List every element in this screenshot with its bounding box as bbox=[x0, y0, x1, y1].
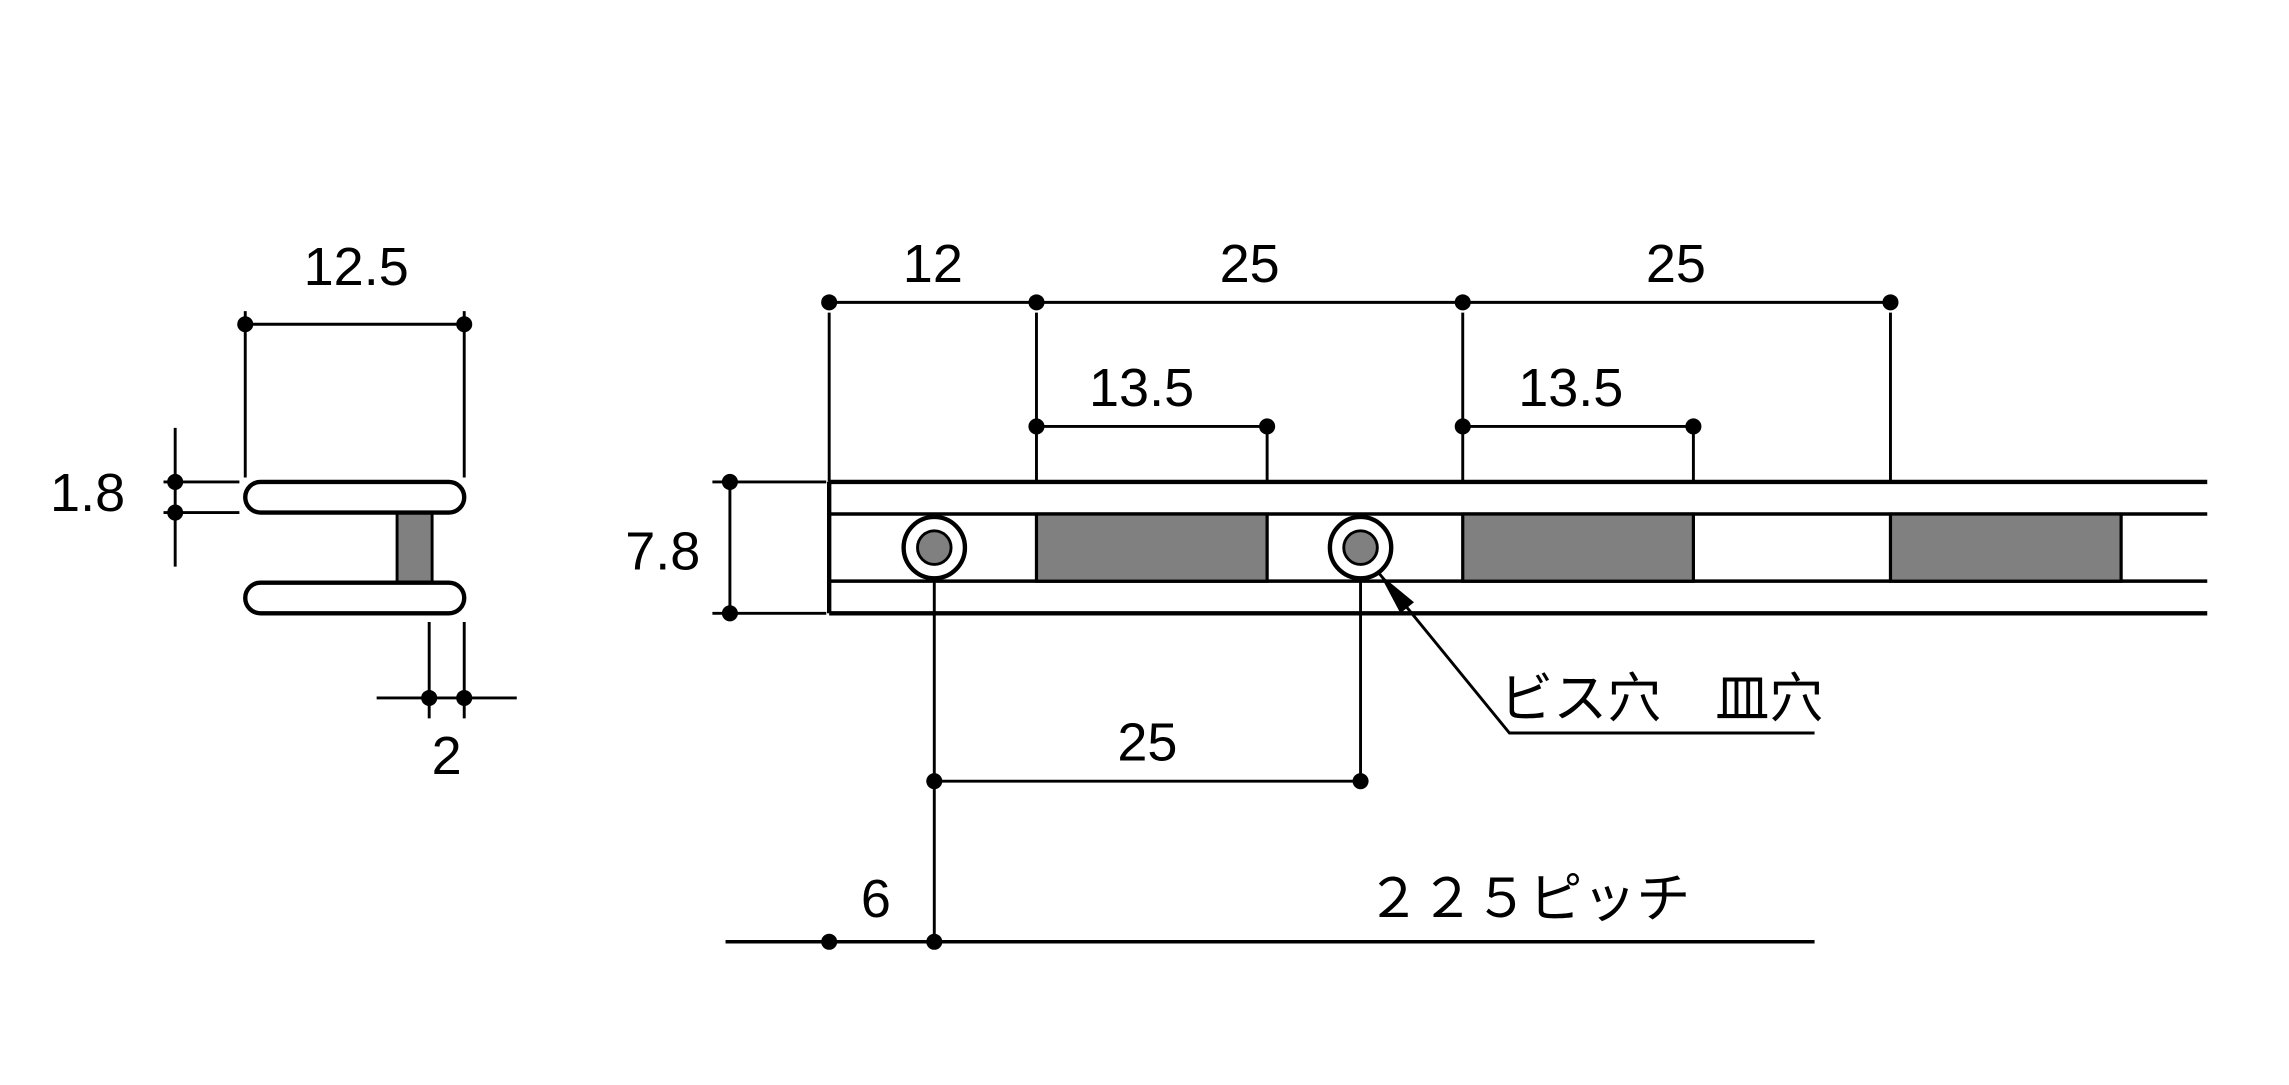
cross-section-bottom-flange bbox=[243, 580, 467, 616]
dim-label-rail-height: 7.8 bbox=[625, 522, 700, 582]
screw-hole-1-bore bbox=[916, 529, 953, 566]
dim-dot bbox=[1259, 418, 1276, 435]
dim-top-chain: 12 25 25 bbox=[821, 234, 1899, 482]
dim-dot bbox=[926, 773, 943, 790]
hole-callout: ビス穴 皿穴 bbox=[1378, 572, 1823, 735]
dim-slot-length-1: 13.5 bbox=[1028, 358, 1276, 482]
dim-dot bbox=[1352, 773, 1369, 790]
cross-section-view: 12.5 1.8 2 bbox=[50, 237, 517, 786]
screw-hole-2-bore bbox=[1342, 529, 1379, 566]
dim-dot bbox=[821, 933, 838, 950]
dim-label-edge-offset: 12 bbox=[903, 234, 963, 294]
label-overall-pitch: ２２５ピッチ bbox=[1366, 869, 1690, 929]
dim-label-slot-length-1: 13.5 bbox=[1089, 358, 1194, 418]
cross-section-web bbox=[395, 511, 434, 585]
dim-dot bbox=[456, 689, 473, 706]
dim-dot bbox=[721, 473, 738, 490]
dim-label-pitch-1: 25 bbox=[1220, 234, 1280, 294]
dim-slot-length-2: 13.5 bbox=[1454, 358, 1702, 482]
dim-rail-height: 7.8 bbox=[625, 473, 827, 622]
dim-label-edge-to-hole: 6 bbox=[861, 869, 891, 929]
dim-dot bbox=[721, 605, 738, 622]
dim-dot bbox=[1454, 294, 1471, 311]
dim-dot bbox=[1028, 418, 1045, 435]
dim-flange-thickness: 1.8 bbox=[50, 427, 240, 567]
dim-label-cross-width: 12.5 bbox=[304, 237, 409, 297]
dim-hole-pitch: 25 bbox=[926, 713, 1369, 790]
dim-cross-width: 12.5 bbox=[237, 237, 473, 478]
dim-label-slot-length-2: 13.5 bbox=[1518, 358, 1623, 418]
dim-dot bbox=[1882, 294, 1899, 311]
dim-dot bbox=[167, 504, 184, 521]
screw-hole-1 bbox=[901, 514, 968, 581]
leader-line bbox=[1378, 572, 1815, 735]
dim-dot bbox=[821, 294, 838, 311]
dim-label-flange-thickness: 1.8 bbox=[50, 463, 125, 523]
side-view: 12 25 25 13.5 13.5 7.8 bbox=[625, 234, 2208, 950]
dim-dot bbox=[421, 689, 438, 706]
dim-dot bbox=[926, 933, 943, 950]
screw-hole-2 bbox=[1327, 514, 1394, 581]
dim-dot bbox=[1028, 294, 1045, 311]
hole-callout-label: ビス穴 皿穴 bbox=[1499, 669, 1823, 729]
dim-label-web-width: 2 bbox=[432, 726, 462, 786]
dim-label-pitch-2: 25 bbox=[1646, 234, 1706, 294]
cross-section-top-flange bbox=[243, 479, 467, 515]
dim-dot bbox=[1454, 418, 1471, 435]
dim-dot bbox=[1685, 418, 1702, 435]
dim-dot bbox=[167, 473, 184, 490]
slot-3 bbox=[1888, 512, 2123, 583]
dim-label-hole-pitch: 25 bbox=[1117, 713, 1177, 773]
slot-1 bbox=[1034, 512, 1269, 583]
dim-baseline: 6 ２２５ピッチ bbox=[725, 869, 1815, 950]
slot-2 bbox=[1461, 512, 1695, 583]
leader-arrow-icon bbox=[1379, 573, 1414, 614]
dim-dot bbox=[237, 316, 254, 333]
dim-dot bbox=[456, 316, 473, 333]
dim-web-width: 2 bbox=[376, 622, 517, 786]
